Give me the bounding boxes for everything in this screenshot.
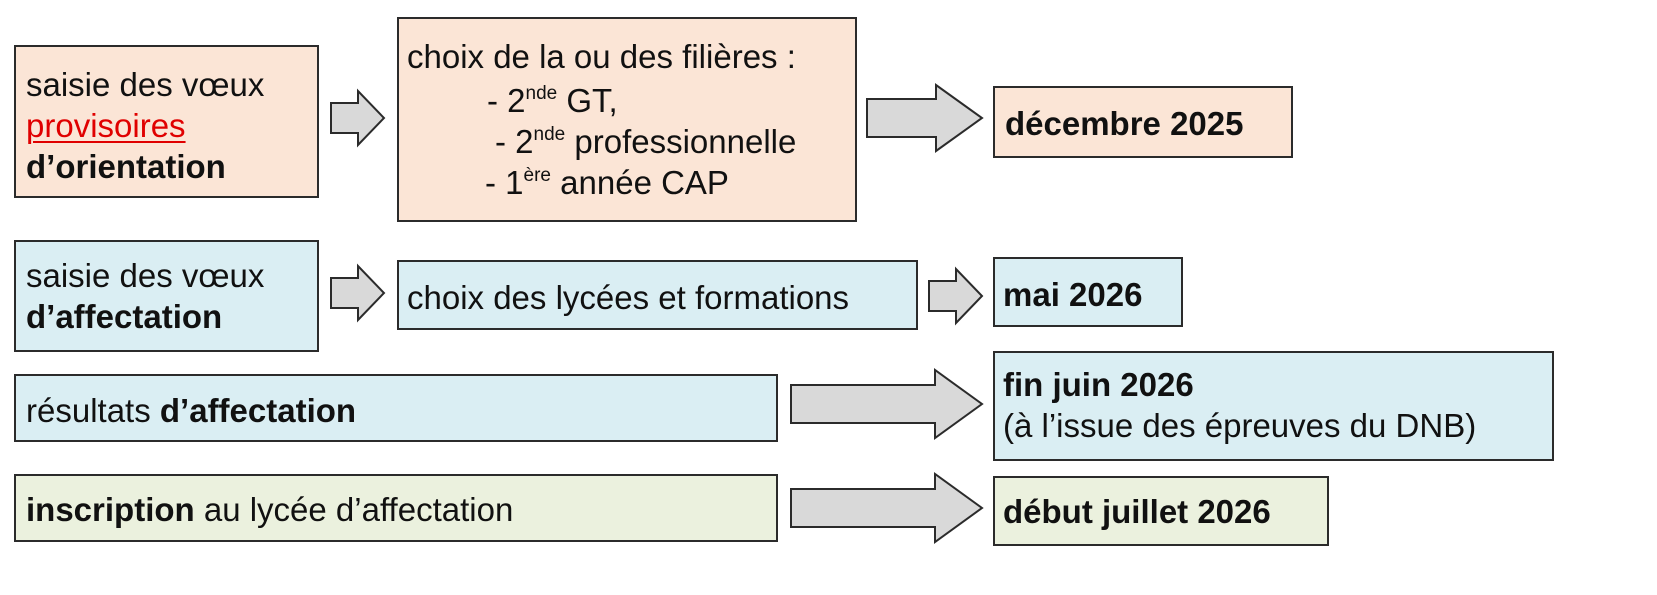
filiere-1ere-cap: - 1ère année CAP [485, 163, 729, 201]
date-label: début juillet 2026 [1003, 493, 1271, 530]
filiere-2nde-gt: - 2nde GT, [487, 81, 618, 119]
date-note: (à l’issue des épreuves du DNB) [1003, 406, 1477, 444]
arrow-right-icon [330, 88, 386, 148]
date-label: décembre 2025 [1005, 105, 1244, 142]
step-line-1: saisie des vœux [26, 66, 265, 103]
step-line-1: saisie des vœux [26, 257, 265, 294]
step-resultats-affectation: résultats d’affectation [14, 374, 778, 442]
step-saisie-voeux-provisoires: saisie des vœux provisoires d’orientatio… [14, 45, 319, 198]
arrow-right-icon [866, 83, 984, 153]
date-debut-juillet-2026: début juillet 2026 [993, 476, 1329, 546]
date-mai-2026: mai 2026 [993, 257, 1183, 327]
date-decembre-2025: décembre 2025 [993, 86, 1293, 158]
resultats-text: résultats d’affectation [26, 392, 357, 429]
date-label: mai 2026 [1003, 276, 1143, 313]
date-fin-juin-2026: fin juin 2026 (à l’issue des épreuves du… [993, 351, 1554, 461]
arrow-right-icon [330, 263, 386, 323]
provisoires-highlight: provisoires [26, 106, 186, 144]
choix-filieres-heading: choix de la ou des filières : [407, 38, 796, 75]
inscription-text: inscription au lycée d’affectation [26, 491, 514, 528]
arrow-right-icon [790, 368, 984, 440]
filiere-2nde-pro: - 2nde professionnelle [495, 122, 797, 160]
date-label: fin juin 2026 [1003, 366, 1194, 403]
arrow-right-icon [928, 266, 984, 326]
arrow-right-icon [790, 472, 984, 544]
step-line-2: d’affectation [26, 297, 223, 335]
choix-lycees-box: choix des lycées et formations [397, 260, 918, 330]
step-inscription-lycee: inscription au lycée d’affectation [14, 474, 778, 542]
choix-lycees-text: choix des lycées et formations [407, 279, 850, 316]
step-line-3: d’orientation [26, 147, 226, 185]
step-saisie-voeux-affectation: saisie des vœux d’affectation [14, 240, 319, 352]
choix-filieres-box: choix de la ou des filières : - 2nde GT,… [397, 17, 857, 222]
